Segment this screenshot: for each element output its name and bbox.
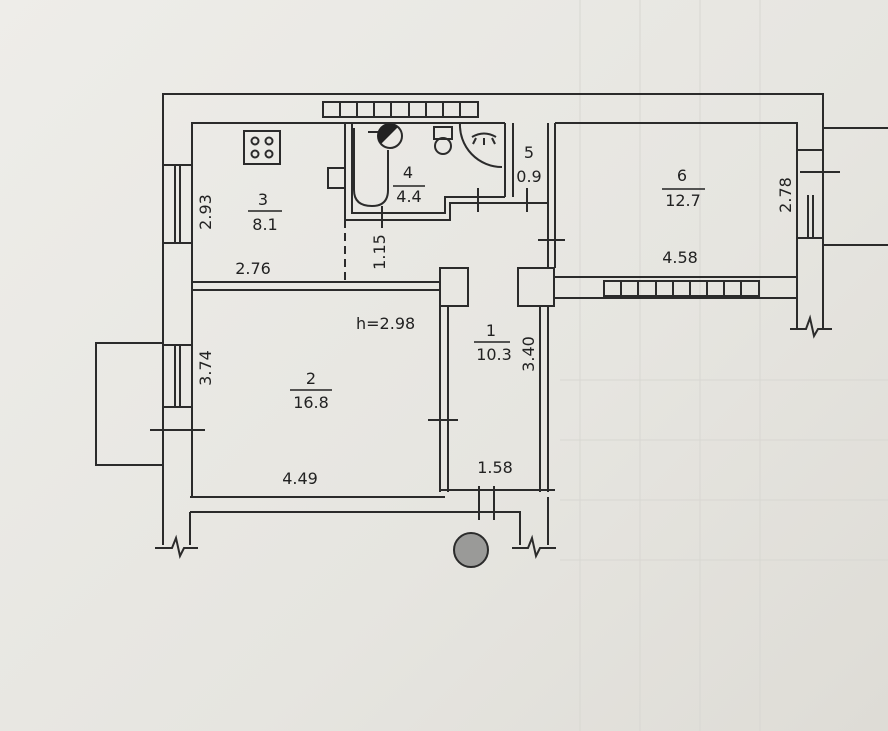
interior-walls <box>192 123 797 492</box>
break-mark <box>155 534 198 559</box>
dim-room3-width: 2.76 <box>235 259 271 278</box>
room-2-number: 2 <box>306 369 316 388</box>
room-1-area: 10.3 <box>476 345 512 364</box>
boiler-icon <box>368 123 403 149</box>
room-3-area: 8.1 <box>252 215 277 234</box>
stove-icon <box>243 130 281 165</box>
dim-room6-width: 4.58 <box>662 248 698 267</box>
riser-circle-icon <box>453 532 489 568</box>
paper-grid <box>560 0 888 731</box>
room-4-area: 4.4 <box>396 187 421 206</box>
windows <box>162 149 824 408</box>
dim-hall-length: 3.40 <box>519 336 538 372</box>
dim-passage-depth: 1.15 <box>370 234 389 270</box>
dim-room3-height: 2.93 <box>196 194 215 230</box>
toilet-icon <box>433 126 453 155</box>
break-mark <box>512 534 556 559</box>
balcony-left <box>95 342 163 466</box>
room-6-number: 6 <box>677 166 687 185</box>
room-5-number: 5 <box>524 143 534 162</box>
dim-room2-width: 4.49 <box>282 469 318 488</box>
outer-walls <box>162 93 824 545</box>
shower-icon <box>458 122 503 169</box>
room-4-number: 4 <box>403 163 413 182</box>
room-2-area: 16.8 <box>293 393 329 412</box>
room-3-number: 3 <box>258 190 268 209</box>
door-marks <box>150 171 840 520</box>
room-1-number: 1 <box>486 321 496 340</box>
dim-room2-height: 3.74 <box>196 350 215 386</box>
radiator-room6 <box>603 280 760 297</box>
dim-hall-width: 1.58 <box>477 458 513 477</box>
ceiling-height: h=2.98 <box>356 314 415 333</box>
dim-room6-height: 2.78 <box>776 177 795 213</box>
sink-icon <box>327 167 346 189</box>
room-6-area: 12.7 <box>665 191 701 210</box>
room-5-area: 0.9 <box>516 167 541 186</box>
radiator-top <box>322 101 479 118</box>
break-mark <box>790 314 832 339</box>
bathtub-icon <box>353 128 389 208</box>
